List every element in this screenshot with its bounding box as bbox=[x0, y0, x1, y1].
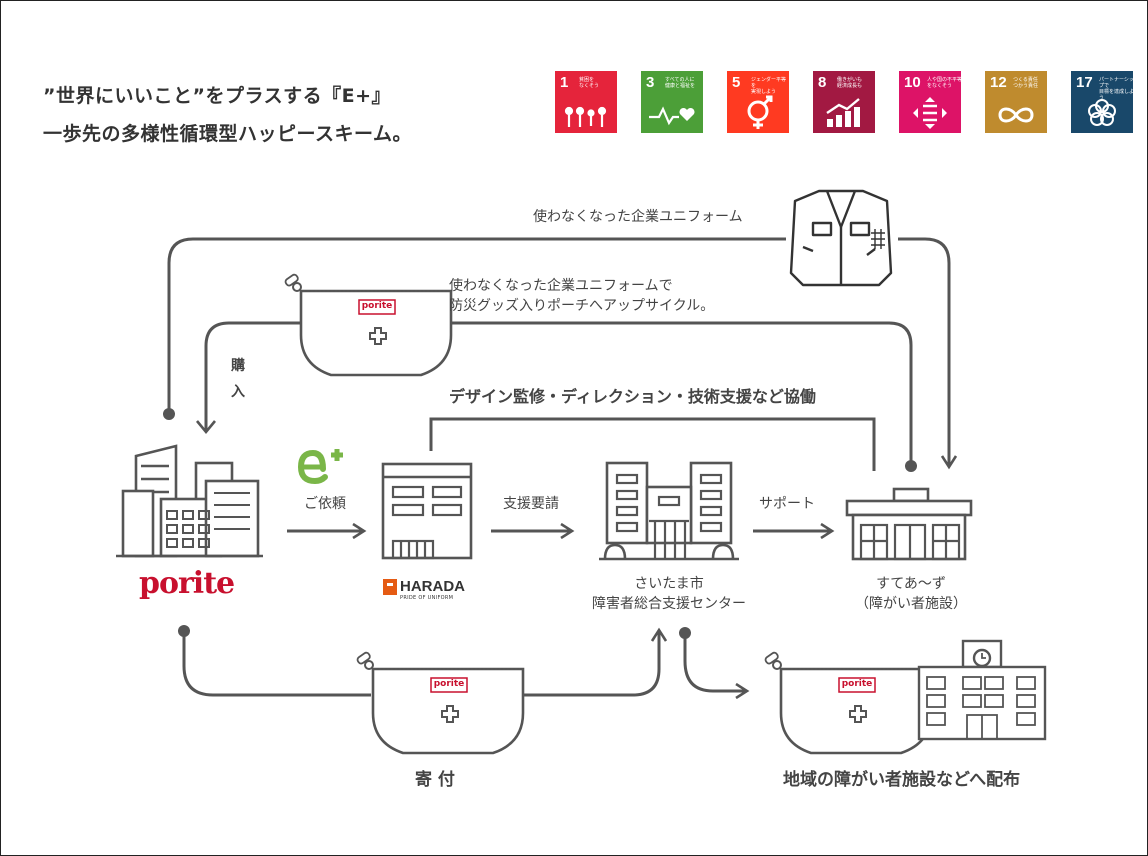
sdg-goal-10: 10 人や国の不平等 をなくそう bbox=[899, 71, 963, 133]
headline-line-1: ”世界にいいこと”をプラスする『E+』 bbox=[43, 85, 391, 107]
sdg-goal-number: 1 bbox=[560, 74, 569, 91]
label-upcycle-line-1: 使わなくなった企業ユニフォームで bbox=[449, 278, 673, 294]
facility-node-dot bbox=[905, 460, 917, 472]
infinity-icon bbox=[998, 107, 1034, 123]
sdg-goal-title: 貧困を なくそう bbox=[579, 77, 600, 89]
sdg-goal-12: 12 つくる責任 つかう責任 bbox=[985, 71, 1047, 133]
uniform-flow-line bbox=[167, 237, 949, 466]
sdg-goal-title: つくる責任 つかう責任 bbox=[1013, 77, 1039, 89]
pouch-donation bbox=[355, 650, 525, 755]
sdg-goal-number: 17 bbox=[1076, 74, 1093, 91]
sdg-goal-number: 5 bbox=[732, 74, 741, 91]
headline-line-2: 一歩先の多様性循環型ハッピースキーム。 bbox=[43, 123, 412, 145]
people-icon bbox=[564, 106, 607, 127]
label-collaboration: デザイン監修・ディレクション・技術支援など協働 bbox=[449, 387, 816, 406]
label-distribute: 地域の障がい者施設などへ配布 bbox=[783, 770, 1021, 790]
label-support-request: 支援要請 bbox=[503, 496, 559, 512]
sdg-goal-title: ジェンダー平等を 実現しよう bbox=[751, 77, 787, 95]
label-center-city: さいたま市 bbox=[634, 576, 704, 592]
label-facility-type: （障がい者施設） bbox=[855, 596, 967, 612]
center-bottom-dot bbox=[679, 627, 691, 639]
support-center-icon bbox=[599, 461, 739, 561]
sdg-goal-number: 3 bbox=[646, 74, 655, 91]
label-support: サポート bbox=[759, 496, 815, 512]
growth-chart-icon bbox=[826, 98, 860, 127]
harada-tagline: PRIDE OF UNIFORM bbox=[400, 595, 454, 601]
distribute-arrow bbox=[683, 635, 746, 691]
facility-building-icon bbox=[845, 487, 973, 561]
gender-icon bbox=[747, 95, 773, 129]
pouch-distribute bbox=[763, 650, 933, 755]
upcycle-flow-line bbox=[204, 321, 913, 463]
sdg-goal-title: パートナーシップで 目標を達成しよう bbox=[1099, 77, 1135, 101]
label-upcycle-line-2: 防災グッズ入りポーチへアップサイクル。 bbox=[449, 298, 715, 314]
pouch-brand-tag: porite bbox=[361, 301, 393, 311]
label-purchase: 購入 bbox=[231, 358, 245, 400]
pouch-upcycle bbox=[283, 272, 453, 377]
harada-building-icon bbox=[381, 462, 473, 560]
porite-bottom-dot bbox=[178, 625, 190, 637]
porite-office-icon bbox=[116, 444, 263, 558]
sdg-goal-number: 8 bbox=[818, 74, 827, 91]
sdg-goal-5: 5 ジェンダー平等を 実現しよう bbox=[727, 71, 789, 133]
sdg-goal-title: すべての人に 健康と福祉を bbox=[665, 77, 696, 89]
sdg-goal-17: 17 パートナーシップで 目標を達成しよう bbox=[1071, 71, 1135, 133]
heartbeat-icon bbox=[649, 106, 695, 126]
label-unused-uniform: 使わなくなった企業ユニフォーム bbox=[533, 209, 743, 225]
sdg-goal-8: 8 働きがいも 経済成長も bbox=[813, 71, 875, 133]
sdg-goal-number: 10 bbox=[904, 74, 921, 91]
pouch-brand-tag: porite bbox=[433, 679, 465, 689]
sdg-goal-1: 1 貧困を なくそう bbox=[555, 71, 617, 133]
equality-icon bbox=[913, 97, 947, 129]
porite-logo: porite bbox=[139, 566, 235, 601]
label-request: ご依頼 bbox=[304, 496, 346, 512]
donation-flow-line bbox=[182, 631, 659, 697]
harada-logo-text: HARADA bbox=[400, 578, 465, 595]
school-building-icon bbox=[917, 639, 1047, 741]
sdg-goal-number: 12 bbox=[990, 74, 1007, 91]
label-facility-name: すてあ～ず bbox=[876, 576, 946, 592]
jacket-icon bbox=[789, 189, 893, 287]
eplus-logo bbox=[297, 449, 343, 485]
partnership-icon bbox=[1088, 99, 1116, 126]
label-donation: 寄 付 bbox=[415, 770, 455, 790]
sdg-goal-title: 人や国の不平等 をなくそう bbox=[927, 77, 963, 89]
collab-bracket bbox=[429, 417, 876, 471]
porite-node-dot bbox=[163, 408, 175, 420]
sdg-goal-3: 3 すべての人に 健康と福祉を bbox=[641, 71, 703, 133]
sdg-goal-title: 働きがいも 経済成長も bbox=[837, 77, 863, 89]
harada-logo-mark bbox=[383, 579, 397, 595]
label-center-name: 障害者総合支援センター bbox=[592, 596, 746, 612]
pouch-brand-tag: porite bbox=[841, 679, 873, 689]
